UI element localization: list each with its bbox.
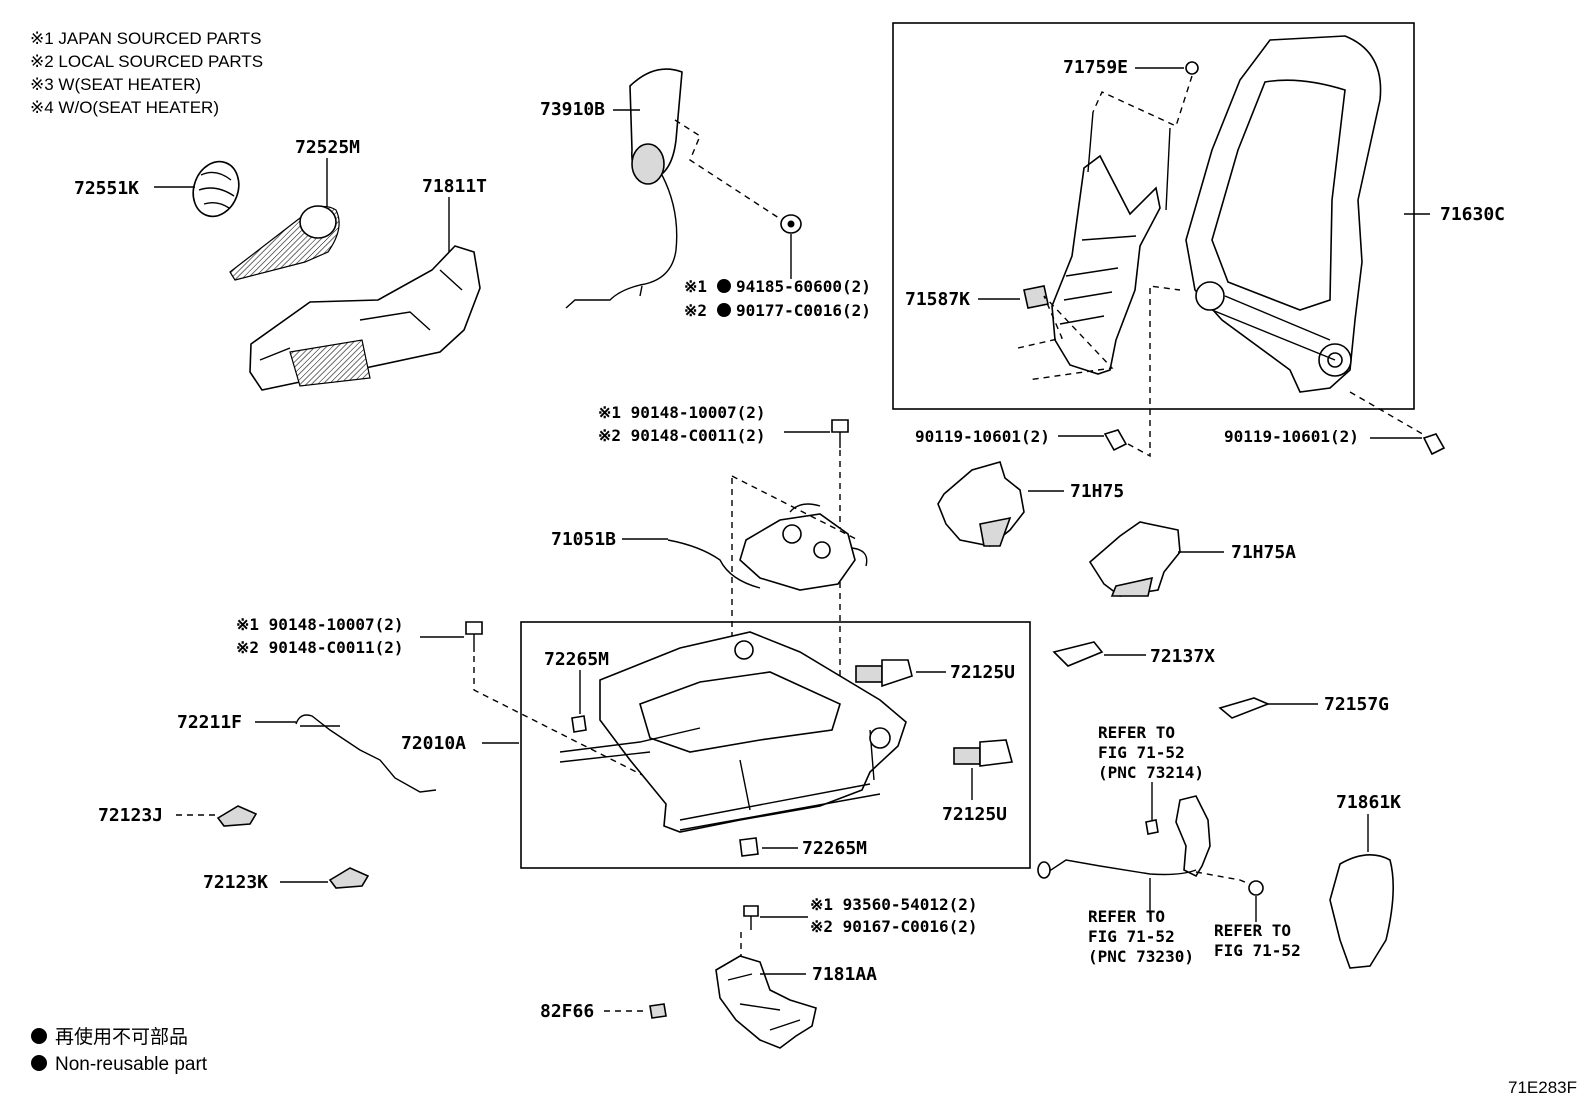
label-90177-prefix: ※2 xyxy=(684,301,707,320)
note-2: ※2 LOCAL SOURCED PARTS xyxy=(30,52,263,71)
refer-7152-line2: FIG 71-52 xyxy=(1214,941,1301,960)
label-71811T: 71811T xyxy=(422,176,487,197)
refer-73230-line1: REFER TO xyxy=(1088,907,1165,926)
label-90148-lower-1: ※1 90148-10007(2) xyxy=(236,615,404,634)
refer-note-71-52: REFER TO FIG 71-52 xyxy=(1214,921,1301,960)
part-72137X-drawing xyxy=(1052,641,1146,667)
label-71H75A: 71H75A xyxy=(1231,542,1296,563)
part-72265M-lower-drawing xyxy=(739,837,798,857)
refer-note-73214: REFER TO FIG 71-52 (PNC 73214) xyxy=(1098,723,1204,782)
nonreusable-dot-94185 xyxy=(717,279,731,293)
label-71H75: 71H75 xyxy=(1070,481,1124,502)
part-72125U-upper-drawing xyxy=(855,659,946,688)
part-71587K-drawing xyxy=(978,285,1114,381)
label-72125U-lower: 72125U xyxy=(942,804,1007,825)
part-90119-right-drawing xyxy=(1349,391,1446,456)
nonreusable-dot-90177 xyxy=(717,303,731,317)
label-71861K: 71861K xyxy=(1336,792,1401,813)
label-72525M: 72525M xyxy=(295,137,360,158)
part-72010A-drawing xyxy=(482,631,907,833)
refer-73230-line3: (PNC 73230) xyxy=(1088,947,1194,966)
label-90148-upper-1: ※1 90148-10007(2) xyxy=(598,403,766,422)
seat-track-box xyxy=(520,621,1031,869)
refer-73214-line2: FIG 71-52 xyxy=(1098,743,1185,762)
label-90148-upper-2: ※2 90148-C0011(2) xyxy=(598,426,766,445)
part-71H75A-drawing xyxy=(1088,521,1224,597)
part-72123J-drawing xyxy=(176,805,258,827)
label-72157G: 72157G xyxy=(1324,694,1389,715)
part-71630C-drawing xyxy=(1185,35,1430,393)
label-90119-left: 90119-10601(2) xyxy=(915,427,1050,446)
part-72125U-lower-drawing xyxy=(953,739,1014,800)
label-71587K: 71587K xyxy=(905,289,970,310)
label-72137X: 72137X xyxy=(1150,646,1215,667)
legend-dot-2 xyxy=(31,1055,47,1071)
notes-block: ※1 JAPAN SOURCED PARTS ※2 LOCAL SOURCED … xyxy=(30,29,263,117)
label-90119-right: 90119-10601(2) xyxy=(1224,427,1359,446)
part-nut-94185-drawing xyxy=(780,214,802,279)
label-72551K: 72551K xyxy=(74,178,139,199)
part-72551K-drawing xyxy=(154,160,240,218)
figure-code: 71E283F xyxy=(1508,1078,1577,1097)
label-72123J: 72123J xyxy=(98,805,163,826)
note-3: ※3 W(SEAT HEATER) xyxy=(30,75,201,94)
label-71630C: 71630C xyxy=(1440,204,1505,225)
part-72265M-upper-drawing xyxy=(571,670,587,733)
legend-dot-1 xyxy=(31,1028,47,1044)
label-90167: ※2 90167-C0016(2) xyxy=(810,917,978,936)
label-7181AA: 7181AA xyxy=(812,964,877,985)
part-73910B-drawing xyxy=(565,68,786,309)
label-72123K: 72123K xyxy=(203,872,268,893)
label-90177: 90177-C0016(2) xyxy=(736,301,871,320)
label-82F66: 82F66 xyxy=(540,1001,594,1022)
label-73910B: 73910B xyxy=(540,99,605,120)
part-71H75-drawing xyxy=(937,461,1064,547)
legend-en: Non-reusable part xyxy=(55,1054,208,1075)
part-72525M-drawing xyxy=(229,158,340,281)
part-7181AA-drawing xyxy=(715,955,817,1049)
label-90148-lower-2: ※2 90148-C0011(2) xyxy=(236,638,404,657)
label-94185-prefix: ※1 xyxy=(684,277,707,296)
part-72211F-drawing xyxy=(255,714,437,793)
refer-73214-line3: (PNC 73214) xyxy=(1098,763,1204,782)
label-94185: 94185-60600(2) xyxy=(736,277,871,296)
legend: 再使用不可部品 Non-reusable part xyxy=(31,1026,208,1075)
label-71759E: 71759E xyxy=(1063,57,1128,78)
refer-73230-line2: FIG 71-52 xyxy=(1088,927,1175,946)
label-72010A: 72010A xyxy=(401,733,466,754)
note-1: ※1 JAPAN SOURCED PARTS xyxy=(30,29,262,48)
label-93560: ※1 93560-54012(2) xyxy=(810,895,978,914)
label-72125U-upper: 72125U xyxy=(950,662,1015,683)
part-72157G-drawing xyxy=(1218,697,1318,719)
label-72265M-upper: 72265M xyxy=(544,649,609,670)
part-71811T-drawing xyxy=(249,197,481,391)
part-buckle-refer-drawing xyxy=(1037,782,1264,922)
legend-jp: 再使用不可部品 xyxy=(55,1026,188,1048)
part-90119-left-drawing xyxy=(1058,285,1181,458)
part-71861K-drawing xyxy=(1329,814,1394,969)
seatback-frame-box xyxy=(892,22,1415,410)
label-72211F: 72211F xyxy=(177,712,242,733)
refer-73214-line1: REFER TO xyxy=(1098,723,1175,742)
note-4: ※4 W/O(SEAT HEATER) xyxy=(30,98,219,117)
label-72265M-lower: 72265M xyxy=(802,838,867,859)
part-82F66-drawing xyxy=(604,1003,667,1019)
refer-7152-line1: REFER TO xyxy=(1214,921,1291,940)
part-72123K-drawing xyxy=(280,867,370,889)
refer-note-73230: REFER TO FIG 71-52 (PNC 73230) xyxy=(1088,907,1194,966)
label-71051B: 71051B xyxy=(551,529,616,550)
